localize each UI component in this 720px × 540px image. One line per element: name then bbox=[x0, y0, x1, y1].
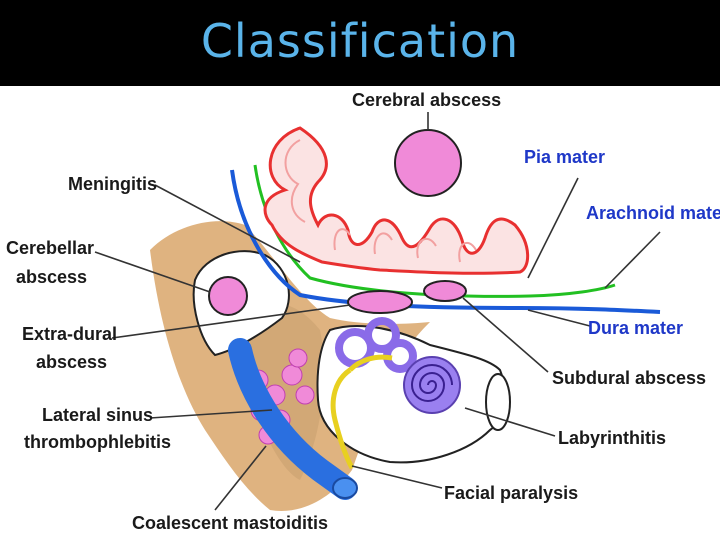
lateral-sinus bbox=[228, 338, 357, 500]
cerebral-abscess-lesion bbox=[394, 129, 462, 197]
label-arachnoid-mater: Arachnoid mater bbox=[586, 203, 720, 223]
lateral-sinus-end bbox=[332, 477, 358, 499]
label-subdural-abscess: Subdural abscess bbox=[552, 368, 706, 388]
label-cerebellar-abscess-line2: abscess bbox=[16, 267, 87, 287]
subdural-abscess-lesion bbox=[423, 280, 467, 302]
facial-nerve-branch bbox=[348, 354, 393, 372]
label-extradural-abscess-line1: Extra-dural bbox=[22, 324, 117, 344]
label-lateral-sinus-line1: Lateral sinus bbox=[42, 405, 153, 425]
slide-title: Classification bbox=[200, 14, 520, 68]
cerebellar-abscess-lesion bbox=[208, 276, 248, 316]
brain-gyri-inner bbox=[284, 139, 477, 263]
title-bar bbox=[0, 0, 720, 86]
label-cerebellar-abscess-line1: Cerebellar bbox=[6, 238, 94, 258]
label-cerebral-abscess: Cerebral abscess bbox=[352, 90, 501, 110]
cochlea-spiral bbox=[410, 364, 453, 402]
leader-lines bbox=[94, 112, 661, 511]
brain-gyri bbox=[263, 126, 530, 275]
label-labyrinthitis: Labyrinthitis bbox=[558, 428, 666, 448]
label-pia-mater: Pia mater bbox=[524, 147, 605, 167]
label-meningitis: Meningitis bbox=[68, 174, 157, 194]
label-dura-mater: Dura mater bbox=[588, 318, 683, 338]
label-lateral-sinus-line2: thrombophlebitis bbox=[24, 432, 171, 452]
label-facial-paralysis: Facial paralysis bbox=[444, 483, 578, 503]
label-extradural-abscess-line2: abscess bbox=[36, 352, 107, 372]
extradural-abscess-lesion bbox=[347, 290, 413, 314]
facial-nerve bbox=[330, 367, 355, 470]
label-coalescent-mastoiditis: Coalescent mastoiditis bbox=[132, 513, 328, 533]
